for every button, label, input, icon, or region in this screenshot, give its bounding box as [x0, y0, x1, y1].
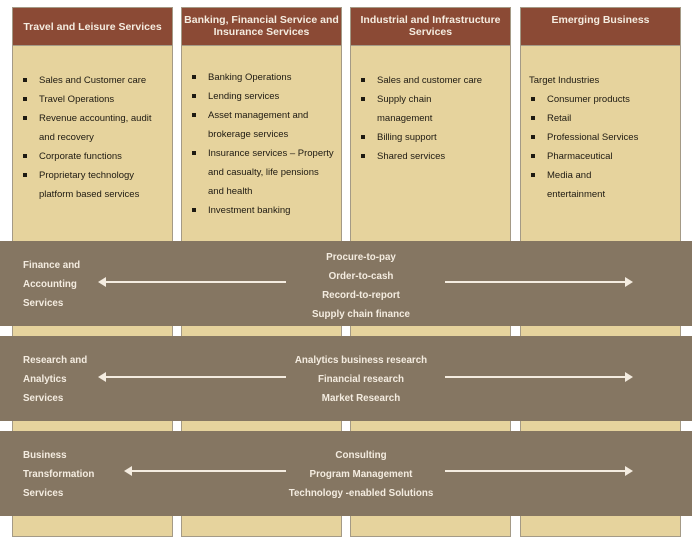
band-items: Consulting Program Management Technology…	[230, 446, 492, 503]
column-header: Emerging Business	[521, 8, 680, 46]
band-finance-accounting: Finance and Accounting Services Procure-…	[0, 241, 692, 326]
list-item: Corporate functions	[21, 147, 166, 166]
right-arrow-icon	[445, 277, 633, 287]
list-item: Asset management and brokerage services	[190, 106, 335, 144]
list-item: Revenue accounting, audit and recovery	[21, 109, 166, 147]
band-item: Program Management	[309, 469, 413, 480]
band-item: Consulting	[335, 450, 387, 461]
band-title: Finance and Accounting Services	[23, 260, 81, 309]
band-title: Research and Analytics Services	[23, 355, 88, 404]
left-arrow-icon	[98, 277, 286, 287]
band-item: Technology -enabled Solutions	[288, 488, 434, 499]
list-item: Retail	[529, 109, 674, 128]
column-header: Industrial and Infrastructure Services	[351, 8, 510, 46]
band-title: Business Transformation Services	[23, 450, 95, 499]
column-header: Banking, Financial Service and Insurance…	[182, 8, 341, 46]
list-item: Sales and customer care	[359, 71, 494, 90]
column-body: Sales and customer care Supply chain man…	[359, 71, 494, 166]
column-header: Travel and Leisure Services	[13, 8, 172, 46]
list-item: Shared services	[359, 147, 494, 166]
band-item: Market Research	[321, 393, 401, 404]
list-item: Consumer products	[529, 90, 674, 109]
list-item: Media and entertainment	[529, 166, 627, 204]
target-industries-label: Target Industries	[529, 75, 600, 86]
left-arrow-icon	[98, 372, 286, 382]
column-body: Target Industries Consumer products Reta…	[529, 71, 674, 204]
list-item: Billing support	[359, 128, 494, 147]
list-item: Banking Operations	[190, 68, 335, 87]
band-item: Analytics business research	[294, 355, 428, 366]
band-research-analytics: Research and Analytics Services Analytic…	[0, 336, 692, 421]
band-item: Financial research	[317, 374, 405, 385]
left-arrow-icon	[124, 466, 286, 476]
band-items: Procure-to-pay Order-to-cash Record-to-r…	[230, 248, 492, 324]
list-item: Pharmaceutical	[529, 147, 674, 166]
list-item: Investment banking	[190, 201, 335, 220]
list-item: Sales and Customer care	[21, 71, 166, 90]
band-items: Analytics business research Financial re…	[230, 351, 492, 408]
list-item: Lending services	[190, 87, 335, 106]
list-item: Insurance services – Property and casual…	[190, 144, 335, 201]
right-arrow-icon	[445, 372, 633, 382]
band-item: Record-to-report	[322, 290, 400, 301]
list-item: Professional Services	[529, 128, 674, 147]
right-arrow-icon	[445, 466, 633, 476]
column-body: Banking Operations Lending services Asse…	[190, 68, 335, 220]
list-item: Supply chain management	[359, 90, 467, 128]
list-item: Travel Operations	[21, 90, 166, 109]
band-item: Procure-to-pay	[326, 252, 396, 263]
column-body: Sales and Customer care Travel Operation…	[21, 71, 166, 204]
band-business-transformation: Business Transformation Services Consult…	[0, 431, 692, 516]
band-item: Supply chain finance	[312, 309, 410, 320]
list-item: Proprietary technology platform based se…	[21, 166, 166, 204]
band-item: Order-to-cash	[328, 271, 394, 282]
